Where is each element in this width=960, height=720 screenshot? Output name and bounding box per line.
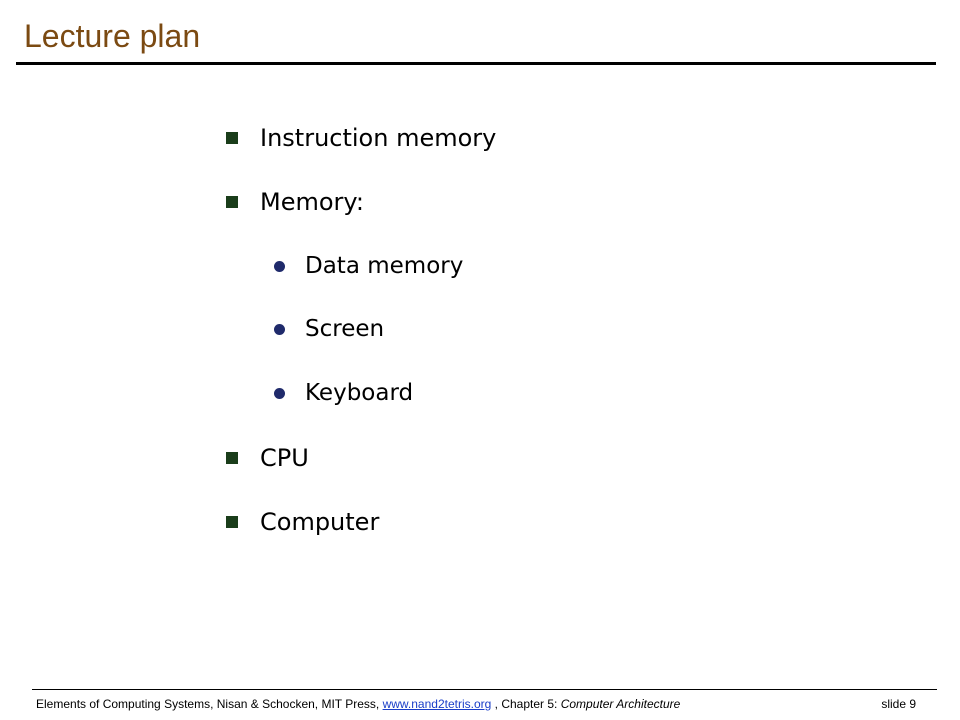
- bullet-text: Memory:: [260, 188, 364, 216]
- footer-prefix: Elements of Computing Systems, Nisan & S…: [36, 697, 383, 711]
- bullet-item: Computer: [226, 508, 379, 536]
- bullet-text: Computer: [260, 508, 380, 536]
- dot-bullet-icon: [274, 260, 285, 272]
- square-bullet-icon: [226, 196, 238, 208]
- bullet-text: Keyboard: [305, 380, 414, 406]
- dot-bullet-icon: [274, 323, 285, 335]
- bullet-item: CPU: [226, 444, 309, 472]
- footer-middle: , Chapter 5:: [491, 697, 561, 711]
- bullet-text: Instruction memory: [260, 124, 497, 152]
- bullet-text: Data memory: [305, 253, 464, 279]
- bullet-item: Instruction memory: [226, 124, 496, 152]
- sub-bullet-item: Data memory: [274, 253, 463, 279]
- footer-credit: Elements of Computing Systems, Nisan & S…: [36, 697, 916, 711]
- bullet-text: CPU: [260, 444, 309, 472]
- slide-number: slide 9: [881, 697, 916, 711]
- bullet-list: Instruction memory Memory: Data memory S…: [226, 124, 496, 536]
- square-bullet-icon: [226, 452, 238, 464]
- dot-bullet-icon: [274, 387, 285, 399]
- slide-title: Lecture plan: [24, 18, 201, 54]
- sub-bullet-item: Keyboard: [274, 380, 413, 406]
- sub-bullet-item: Screen: [274, 316, 384, 342]
- footer-link[interactable]: www.nand2tetris.org: [382, 697, 492, 711]
- square-bullet-icon: [226, 132, 238, 144]
- footer-divider: [32, 689, 937, 690]
- bullet-text: Screen: [305, 316, 385, 342]
- square-bullet-icon: [226, 516, 238, 528]
- title-divider: [16, 62, 936, 65]
- footer-chapter: Computer Architecture: [560, 697, 681, 711]
- bullet-item: Memory:: [226, 188, 364, 216]
